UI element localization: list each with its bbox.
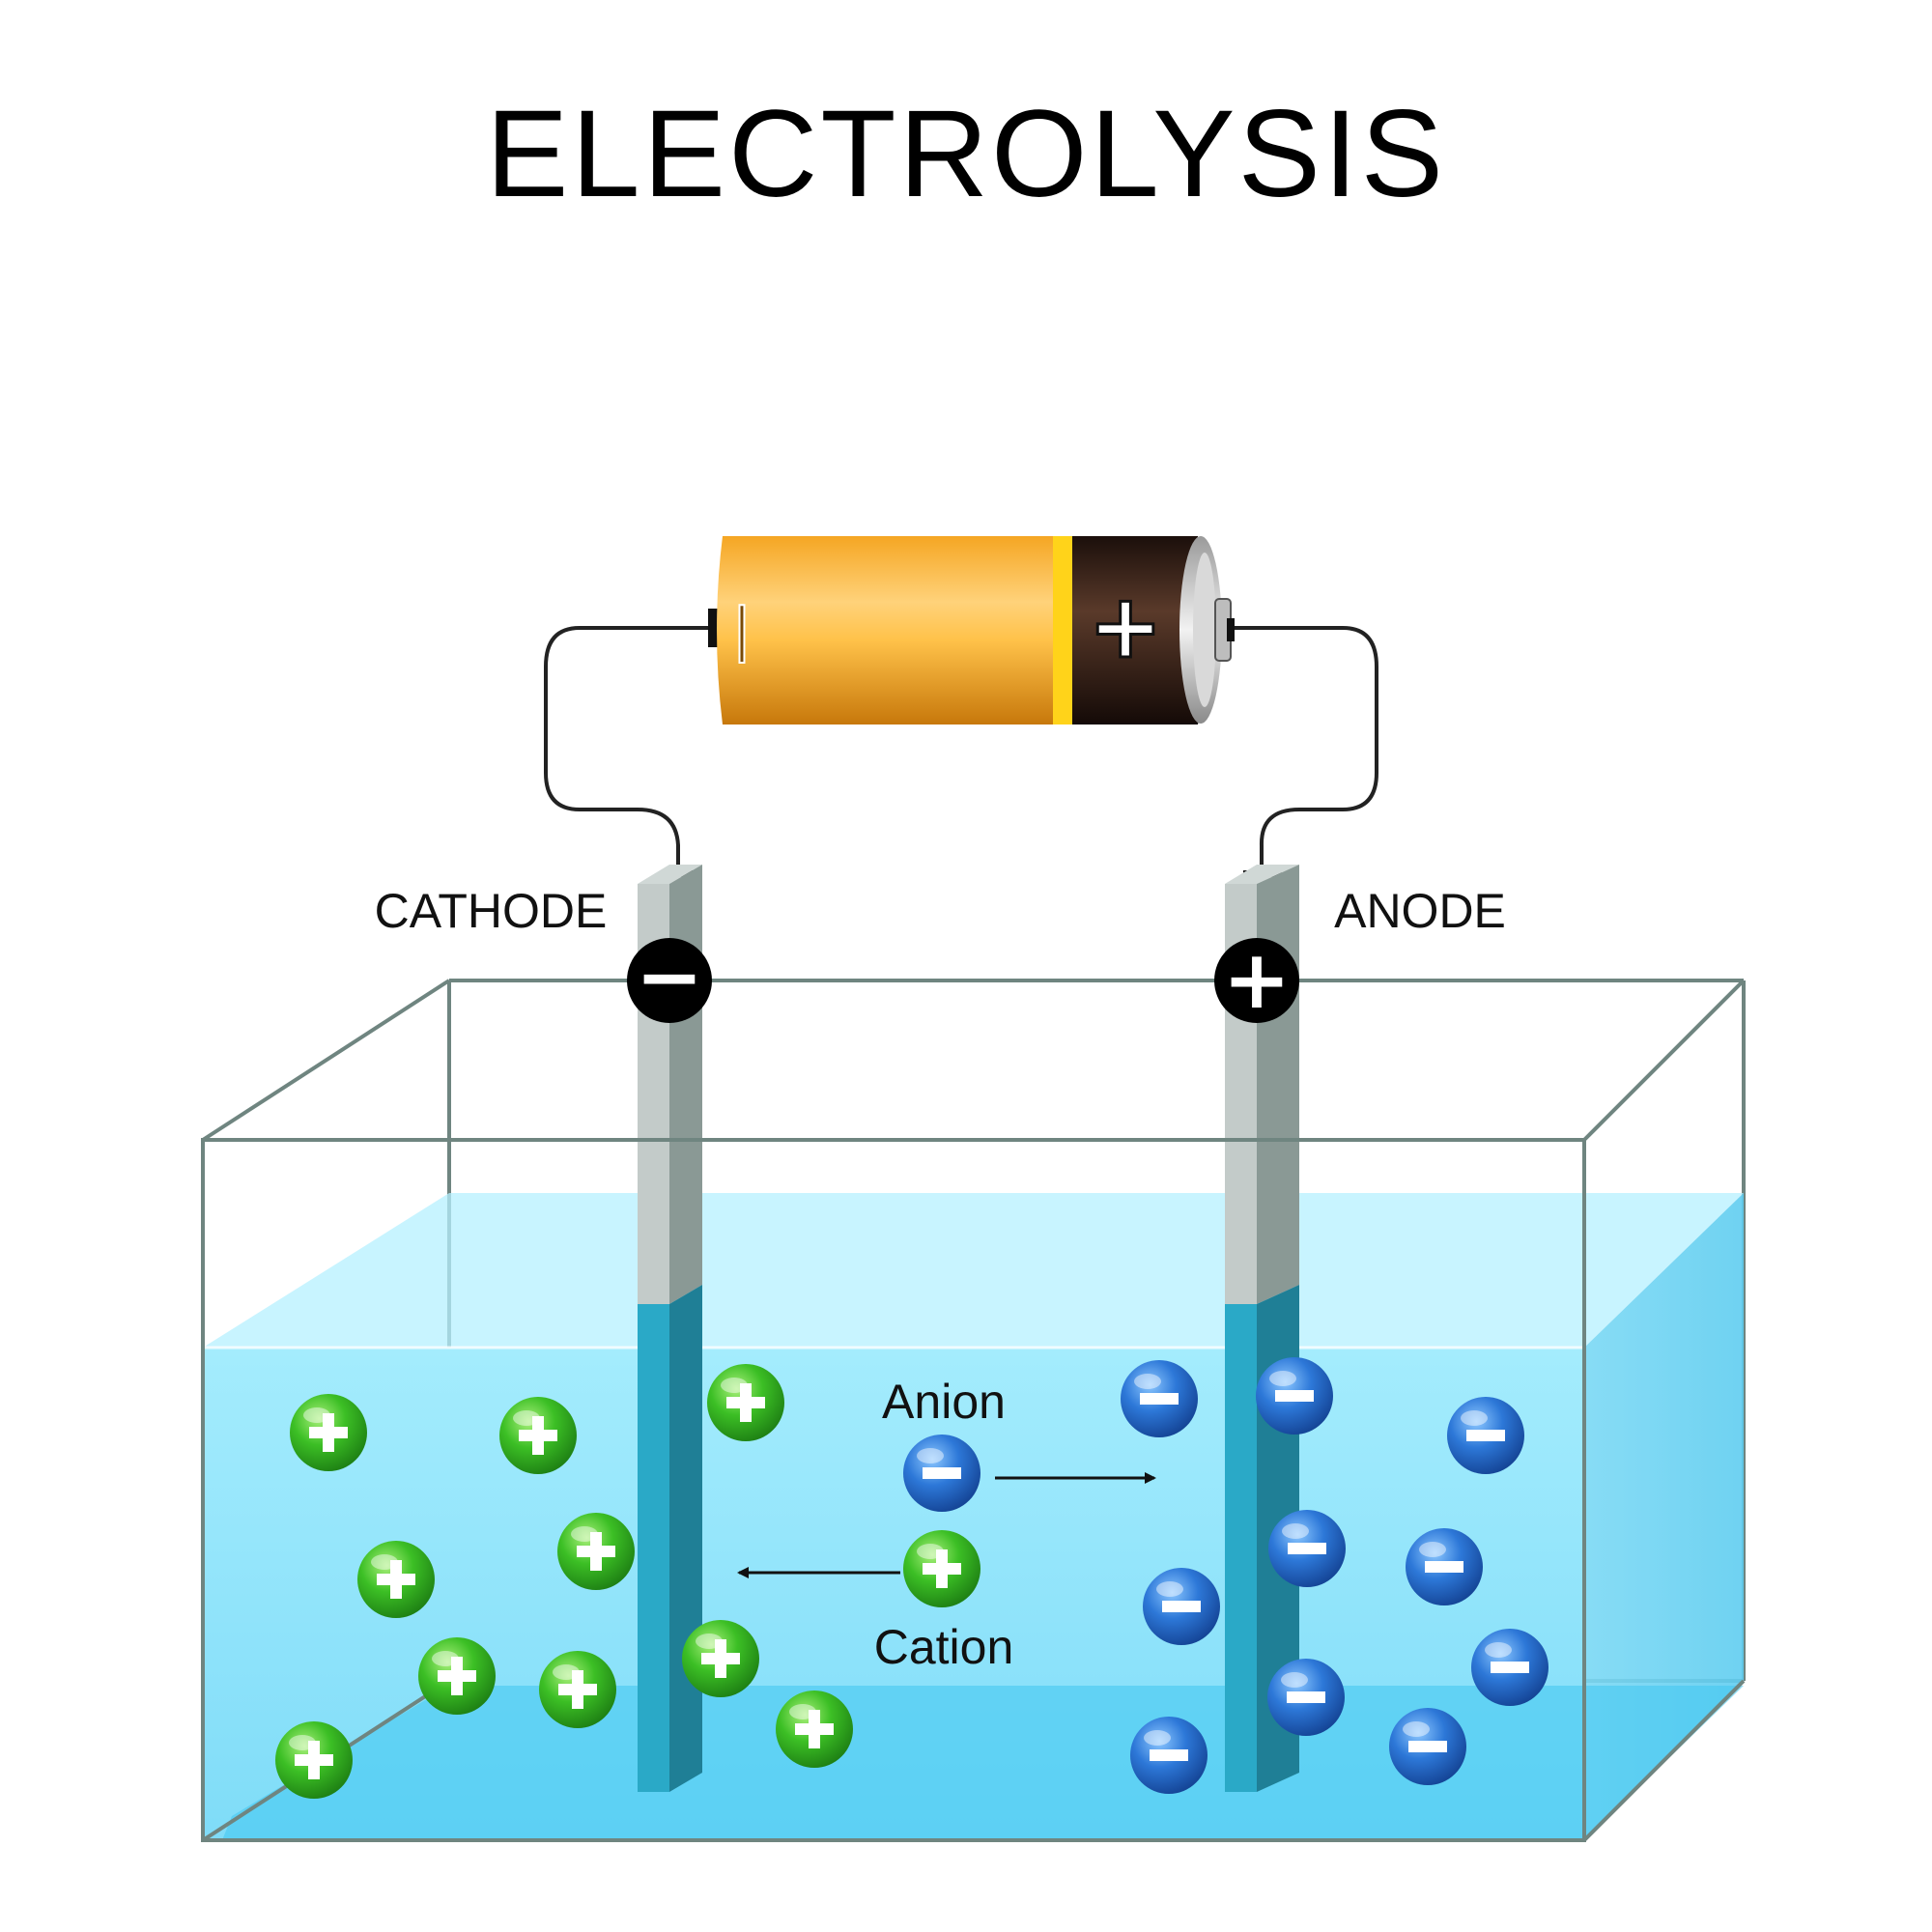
cation-ion-4 [557,1513,635,1590]
anode-sign: + [1214,932,1299,1027]
cathode-sign: − [627,929,712,1024]
electrolyte [203,1193,1744,1840]
cation-ion-9 [776,1690,853,1768]
cation-ion-2 [499,1397,577,1474]
cation-label: Cation [874,1620,1014,1674]
anion-ion-7 [1143,1568,1220,1645]
anion-ion-10 [1389,1708,1466,1785]
anion-ion-1 [1121,1360,1198,1437]
anion-ion-8 [1471,1629,1548,1706]
cathode-sign-symbol: − [636,929,703,1024]
battery: | + [708,536,1235,724]
battery-negative-mark: | [732,596,752,664]
ions-layer [275,1357,1548,1799]
wire-positive [1232,626,1378,872]
cation-ion-5 [357,1541,435,1618]
cation-ion-3 [707,1364,784,1441]
cation-ion-8 [539,1651,616,1728]
page-title: ELECTROLYSIS [486,85,1446,223]
cation-ion-7 [418,1637,496,1715]
wire-negative [544,626,710,872]
anion-ion-3 [1447,1397,1524,1474]
battery-positive-mark: + [1088,575,1162,678]
anion-ion-6 [1406,1528,1483,1605]
anode-sign-symbol: + [1223,932,1291,1027]
cation-ion-11 [903,1530,980,1607]
cation-ion-10 [275,1721,353,1799]
battery-negative-terminal [708,609,718,647]
anion-ion-4 [903,1435,980,1512]
cation-ion-1 [290,1394,367,1471]
anion-ion-11 [1130,1717,1208,1794]
anion-ion-2 [1256,1357,1333,1435]
anode-label: ANODE [1334,884,1506,938]
cathode-label: CATHODE [375,884,608,938]
anion-label: Anion [882,1375,1006,1429]
cation-ion-6 [682,1620,759,1697]
anion-ion-9 [1267,1659,1345,1736]
anion-ion-5 [1268,1510,1346,1587]
